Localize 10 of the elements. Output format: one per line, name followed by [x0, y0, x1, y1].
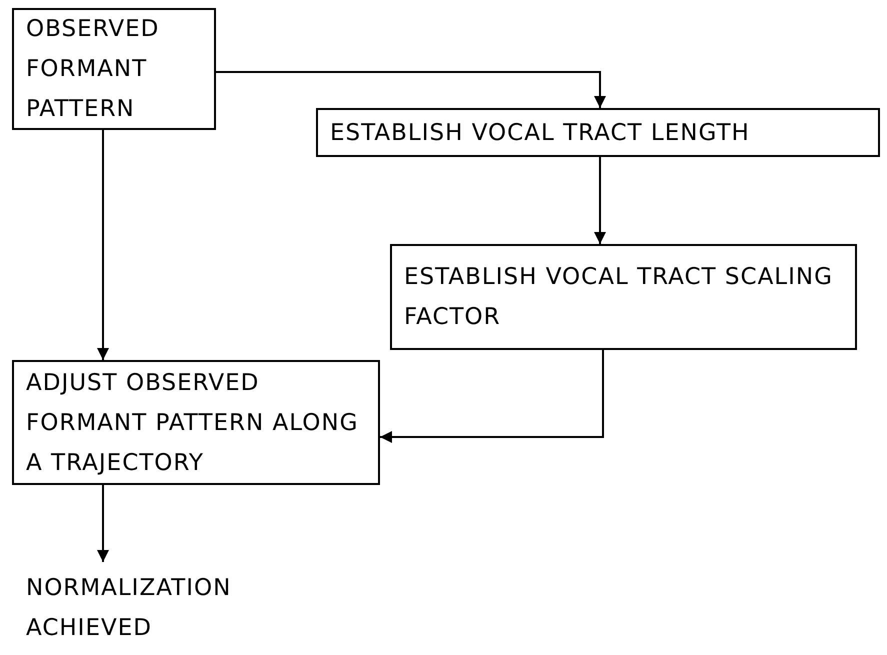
- process-box: ESTABLISH VOCAL TRACT SCALING FACTOR: [390, 244, 857, 350]
- arrow: [594, 157, 606, 244]
- process-box: ADJUST OBSERVED FORMANT PATTERN ALONG A TRAJECTORY: [12, 360, 380, 485]
- process-box: OBSERVED FORMANT PATTERN: [12, 8, 216, 130]
- end-label: NORMALIZATION ACHIEVED: [14, 566, 274, 650]
- arrow: [216, 71, 606, 108]
- arrow: [97, 485, 109, 562]
- arrow: [97, 130, 109, 360]
- process-box: ESTABLISH VOCAL TRACT LENGTH: [316, 108, 880, 157]
- arrow: [380, 350, 604, 443]
